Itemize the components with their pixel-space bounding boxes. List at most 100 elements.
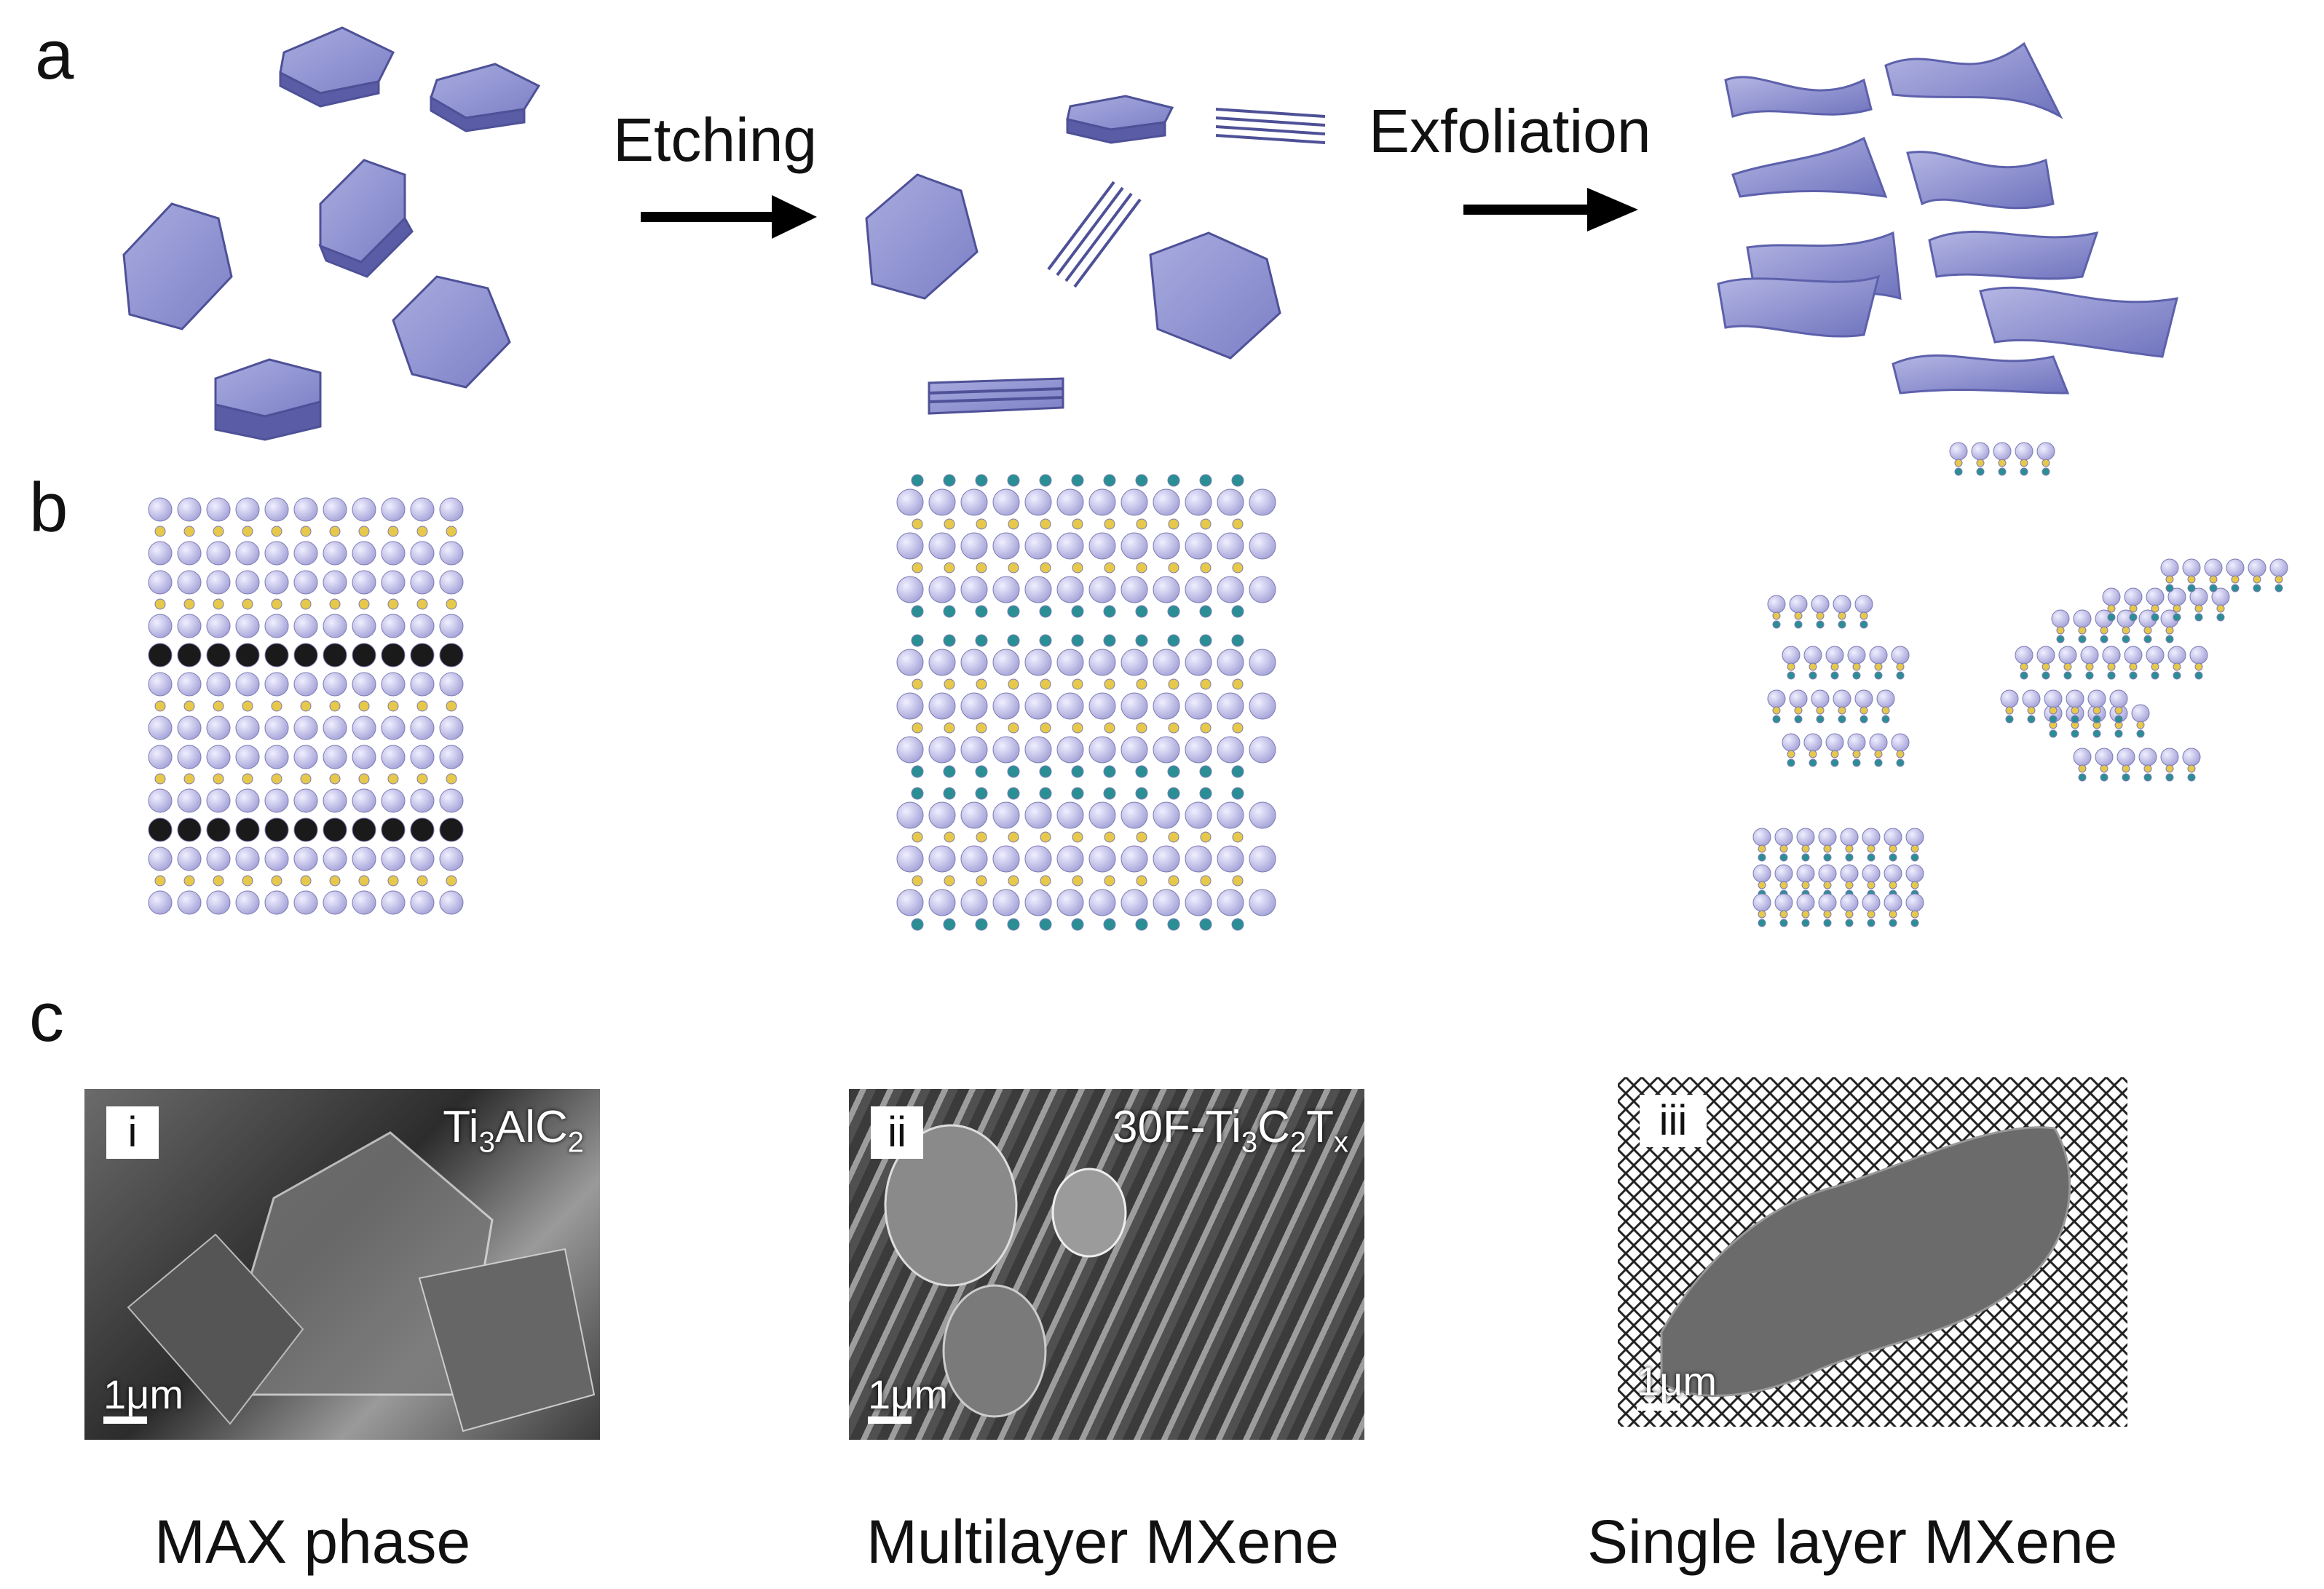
c-atom xyxy=(329,773,341,785)
termination-atom xyxy=(1852,671,1861,680)
c-atom xyxy=(1200,722,1212,734)
ti-atom xyxy=(439,847,464,871)
al-atom xyxy=(352,817,376,842)
ti-atom xyxy=(928,736,956,764)
c-atom xyxy=(1838,611,1846,620)
termination-atom xyxy=(1998,467,2007,476)
c-atom xyxy=(1816,706,1825,715)
ti-atom xyxy=(2124,587,2143,606)
termination-atom xyxy=(1231,787,1244,800)
ti-atom xyxy=(2204,558,2223,577)
ti-atom xyxy=(928,649,956,676)
c-atom xyxy=(1910,910,1919,919)
termination-atom xyxy=(2100,635,2108,643)
ti-atom xyxy=(1217,889,1244,916)
c-atom xyxy=(976,518,987,530)
termination-atom xyxy=(1199,605,1212,618)
c-atom xyxy=(1758,910,1766,919)
c-atom xyxy=(1072,562,1083,574)
termination-atom xyxy=(911,765,924,778)
c-atom xyxy=(1976,459,1985,467)
ti-atom xyxy=(1833,595,1851,614)
termination-atom xyxy=(1135,605,1148,618)
termination-atom xyxy=(1816,620,1825,629)
c-atom xyxy=(1852,750,1861,758)
termination-atom xyxy=(2020,467,2028,476)
termination-atom xyxy=(2049,715,2058,724)
c-atom xyxy=(1801,844,1810,853)
c-atom xyxy=(446,598,457,610)
termination-atom xyxy=(2143,773,2152,782)
ti-atom xyxy=(1811,595,1830,614)
c-atom xyxy=(2194,604,2203,613)
ti-atom xyxy=(1153,692,1180,720)
c-atom xyxy=(912,562,923,574)
ti-atom xyxy=(2066,689,2084,708)
c-atom xyxy=(183,875,195,887)
ti-atom xyxy=(1833,689,1851,708)
ti-atom xyxy=(1056,488,1084,516)
ti-atom xyxy=(206,497,231,522)
c-atom xyxy=(1008,678,1019,690)
c-atom xyxy=(1998,459,2007,467)
ti-atom xyxy=(1811,689,1830,708)
ti-atom xyxy=(293,541,318,566)
ti-atom xyxy=(960,801,988,829)
ti-atom xyxy=(896,845,924,873)
ti-atom xyxy=(1217,692,1244,720)
ti-atom xyxy=(352,716,376,740)
ti-atom xyxy=(410,614,435,638)
c-atom xyxy=(2063,662,2072,671)
c-atom xyxy=(183,598,195,610)
ti-atom xyxy=(2116,748,2135,766)
c-atom xyxy=(300,598,312,610)
c-atom xyxy=(2136,721,2145,729)
ti-atom xyxy=(2167,646,2186,665)
ti-atom xyxy=(960,532,988,560)
al-atom xyxy=(264,643,289,667)
c-atom xyxy=(2165,575,2174,584)
exfoliated-sheets xyxy=(1717,41,2179,395)
c-atom xyxy=(1758,844,1766,853)
ti-atom xyxy=(992,736,1020,764)
termination-atom xyxy=(1103,474,1116,487)
termination-atom xyxy=(1199,787,1212,800)
ti-atom xyxy=(928,801,956,829)
c-atom xyxy=(1794,706,1803,715)
c-atom xyxy=(1040,562,1051,574)
ti-atom xyxy=(1185,649,1212,676)
ti-atom xyxy=(992,576,1020,603)
termination-atom xyxy=(2231,584,2240,593)
ti-atom xyxy=(293,716,318,740)
exfoliation-label: Exfoliation xyxy=(1369,97,1651,165)
c-atom xyxy=(1772,706,1781,715)
ti-atom xyxy=(2058,646,2077,665)
ti-atom xyxy=(177,847,202,871)
c-atom xyxy=(944,722,955,734)
ti-atom xyxy=(1905,893,1924,912)
termination-atom xyxy=(1199,918,1212,931)
c-atom xyxy=(1816,611,1825,620)
ti-atom xyxy=(235,745,260,769)
al-atom xyxy=(410,643,435,667)
c-atom xyxy=(976,831,987,843)
sem-texture xyxy=(1618,1077,2127,1427)
c-atom xyxy=(944,518,955,530)
ti-atom xyxy=(410,570,435,595)
c-atom xyxy=(1040,518,1051,530)
ti-atom xyxy=(1120,889,1148,916)
ti-atom xyxy=(1862,864,1881,883)
c-atom xyxy=(1008,831,1019,843)
termination-atom xyxy=(2216,613,2225,622)
c-atom xyxy=(2231,575,2240,584)
ti-atom xyxy=(1056,889,1084,916)
termination-atom xyxy=(975,765,988,778)
termination-atom xyxy=(1758,919,1766,927)
ti-atom xyxy=(928,889,956,916)
al-atom xyxy=(206,643,231,667)
ti-atom xyxy=(2131,704,2150,723)
ti-atom xyxy=(1862,893,1881,912)
ti-atom xyxy=(2226,558,2245,577)
ti-atom xyxy=(896,532,924,560)
termination-atom xyxy=(2136,729,2145,738)
